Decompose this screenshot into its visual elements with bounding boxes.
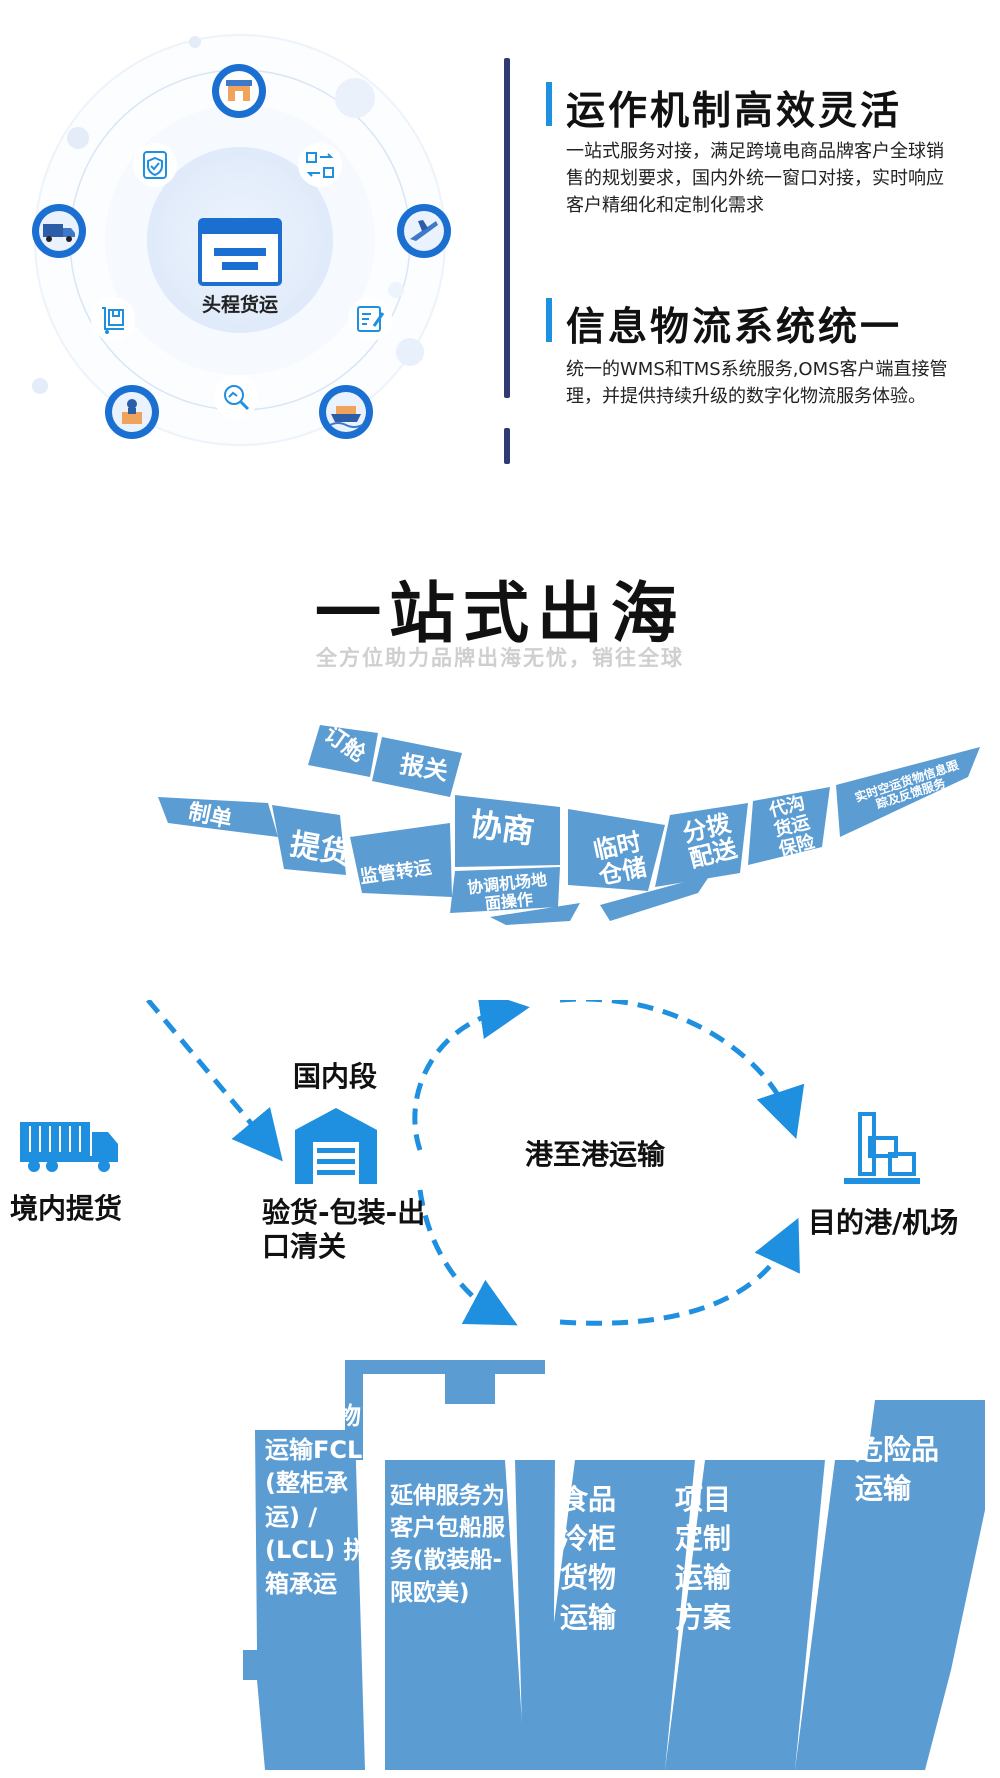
swap-icon (297, 142, 343, 188)
flow-step-inspection: 验货-包装-出口清关 (262, 1196, 426, 1263)
warehouse-icon (295, 1108, 377, 1184)
air-freight-plane-graphic: 订舱 制单 报关 提货 监管转运 协商 协调机场地面操作 临时仓储 分拨配送 代… (150, 722, 980, 965)
form-edit-icon (347, 296, 393, 342)
service-label: 危险品运输 (855, 1433, 940, 1506)
section-divider-tail (504, 428, 510, 464)
ship-shape (243, 1360, 985, 1770)
feature-accent-bar (546, 82, 552, 126)
shipping-flow-diagram: 境内提货 国内段 验货-包装-出口清关 港至港运输 目的港/机场 (0, 989, 1000, 1330)
section-divider (504, 58, 510, 398)
flow-arrows (146, 989, 805, 1326)
shield-check-icon (132, 142, 178, 188)
service-label: 普通货物运输FCL (整柜承运) / (LCL) 拼箱承运 (265, 1402, 368, 1598)
service-label: 协商 (467, 804, 537, 852)
truck-icon (31, 203, 87, 259)
flow-step-pickup: 境内提货 (10, 1192, 123, 1225)
plane-shape (158, 725, 980, 925)
package-cart-icon (90, 296, 136, 342)
feature-title: 运作机制高效灵活 (566, 89, 903, 134)
flow-port-to-port: 港至港运输 (525, 1138, 666, 1171)
plane-icon (396, 203, 452, 259)
feature-description: 统一的WMS和TMS系统服务,OMS客户端直接管理，并提供持续升级的数字化物流服… (566, 359, 948, 407)
feature-description: 一站式服务对接，满足跨境电商品牌客户全球销售的规划要求，国内外统一窗口对接，实时… (566, 141, 944, 216)
service-label: 食品冷柜货物运输 (560, 1483, 617, 1634)
map-search-icon (213, 374, 259, 420)
service-hub-diagram: 头程货运 (0, 0, 500, 480)
feature-accent-bar (546, 298, 552, 342)
flow-destination: 目的港/机场 (808, 1206, 959, 1239)
section-subtitle: 全方位助力品牌出海无忧，销往全球 (316, 646, 684, 670)
warehouse-icon (211, 63, 267, 119)
flow-domestic-label: 国内段 (293, 1060, 378, 1093)
section-title: 一站式出海 (315, 575, 685, 652)
service-label: 延伸服务为客户包船服务(散装船-限欧美) (390, 1483, 505, 1606)
feature-title: 信息物流系统统一 (566, 305, 903, 350)
service-label: 项目定制运输方案 (675, 1483, 732, 1634)
truck-icon (20, 1118, 120, 1174)
factory-worker-icon (104, 384, 160, 440)
hub-center-label: 头程货运 (201, 294, 278, 316)
sea-freight-ship-graphic: 普通货物运输FCL (整柜承运) / (LCL) 拼箱承运 延伸服务为客户包船服… (235, 1350, 985, 1770)
port-crane-icon (840, 1108, 922, 1190)
ship-icon (318, 384, 374, 440)
window-icon (198, 218, 282, 286)
